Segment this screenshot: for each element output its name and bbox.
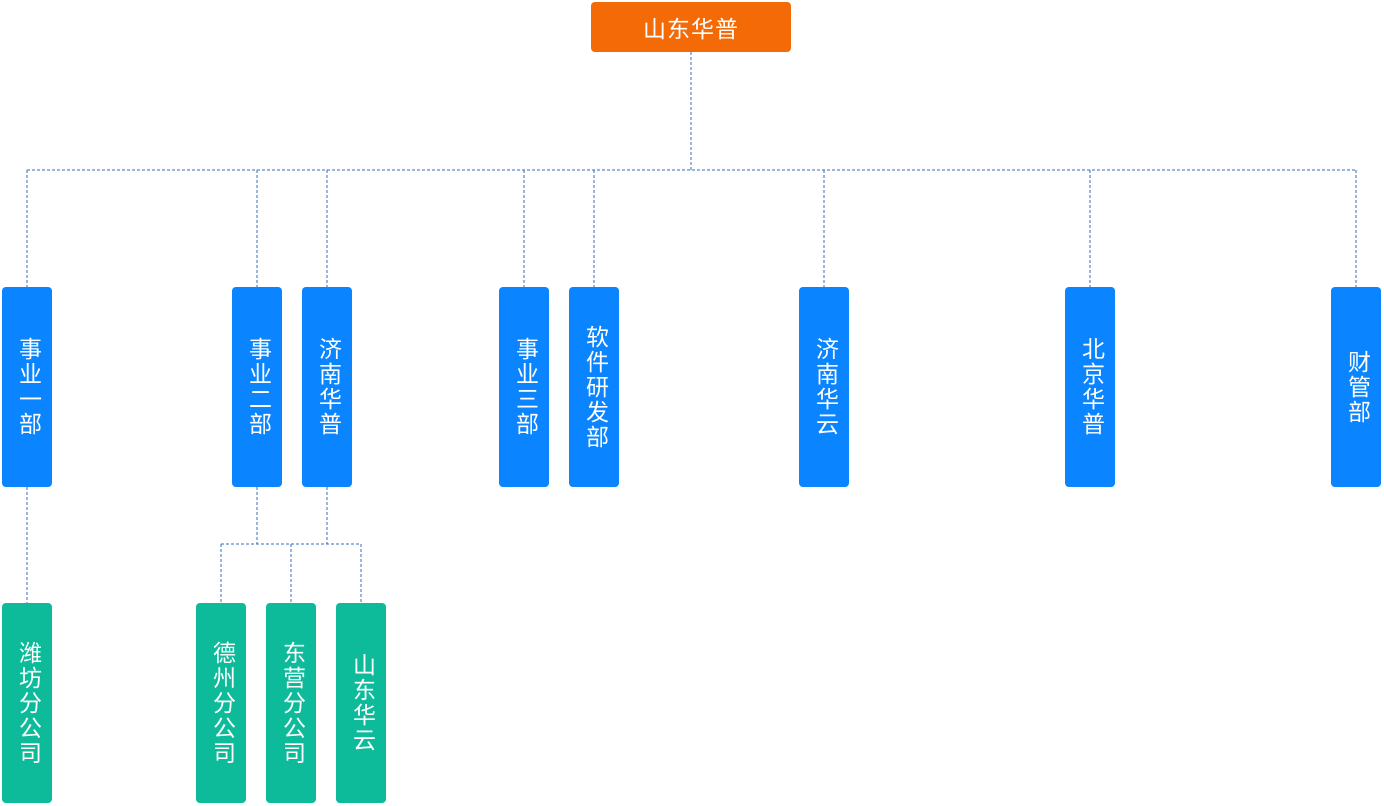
node-department-label: 济南华普 — [314, 337, 341, 437]
node-branch-label: 潍坊分公司 — [14, 640, 41, 766]
node-branch-label: 东营分公司 — [278, 640, 305, 766]
node-root-label: 山东华普 — [643, 17, 739, 43]
node-branch-label: 德州分公司 — [208, 640, 235, 766]
node-department[interactable]: 北京华普 — [1065, 287, 1115, 487]
node-department[interactable]: 财管部 — [1331, 287, 1381, 487]
node-department-label: 济南华云 — [811, 337, 838, 437]
node-department[interactable]: 事业三部 — [499, 287, 549, 487]
node-branch[interactable]: 东营分公司 — [266, 603, 316, 803]
node-department[interactable]: 济南华普 — [302, 287, 352, 487]
node-department-label: 财管部 — [1343, 349, 1370, 425]
node-department-label: 软件研发部 — [581, 324, 608, 450]
node-department[interactable]: 事业一部 — [2, 287, 52, 487]
node-department-label: 事业二部 — [244, 337, 271, 437]
node-department-label: 事业一部 — [14, 337, 41, 437]
node-department[interactable]: 济南华云 — [799, 287, 849, 487]
node-branch[interactable]: 山东华云 — [336, 603, 386, 803]
node-department[interactable]: 软件研发部 — [569, 287, 619, 487]
node-branch-label: 山东华云 — [348, 653, 375, 753]
node-root[interactable]: 山东华普 — [591, 2, 791, 52]
node-department-label: 北京华普 — [1077, 337, 1104, 437]
node-department[interactable]: 事业二部 — [232, 287, 282, 487]
node-department-label: 事业三部 — [511, 337, 538, 437]
node-branch[interactable]: 德州分公司 — [196, 603, 246, 803]
node-branch[interactable]: 潍坊分公司 — [2, 603, 52, 803]
